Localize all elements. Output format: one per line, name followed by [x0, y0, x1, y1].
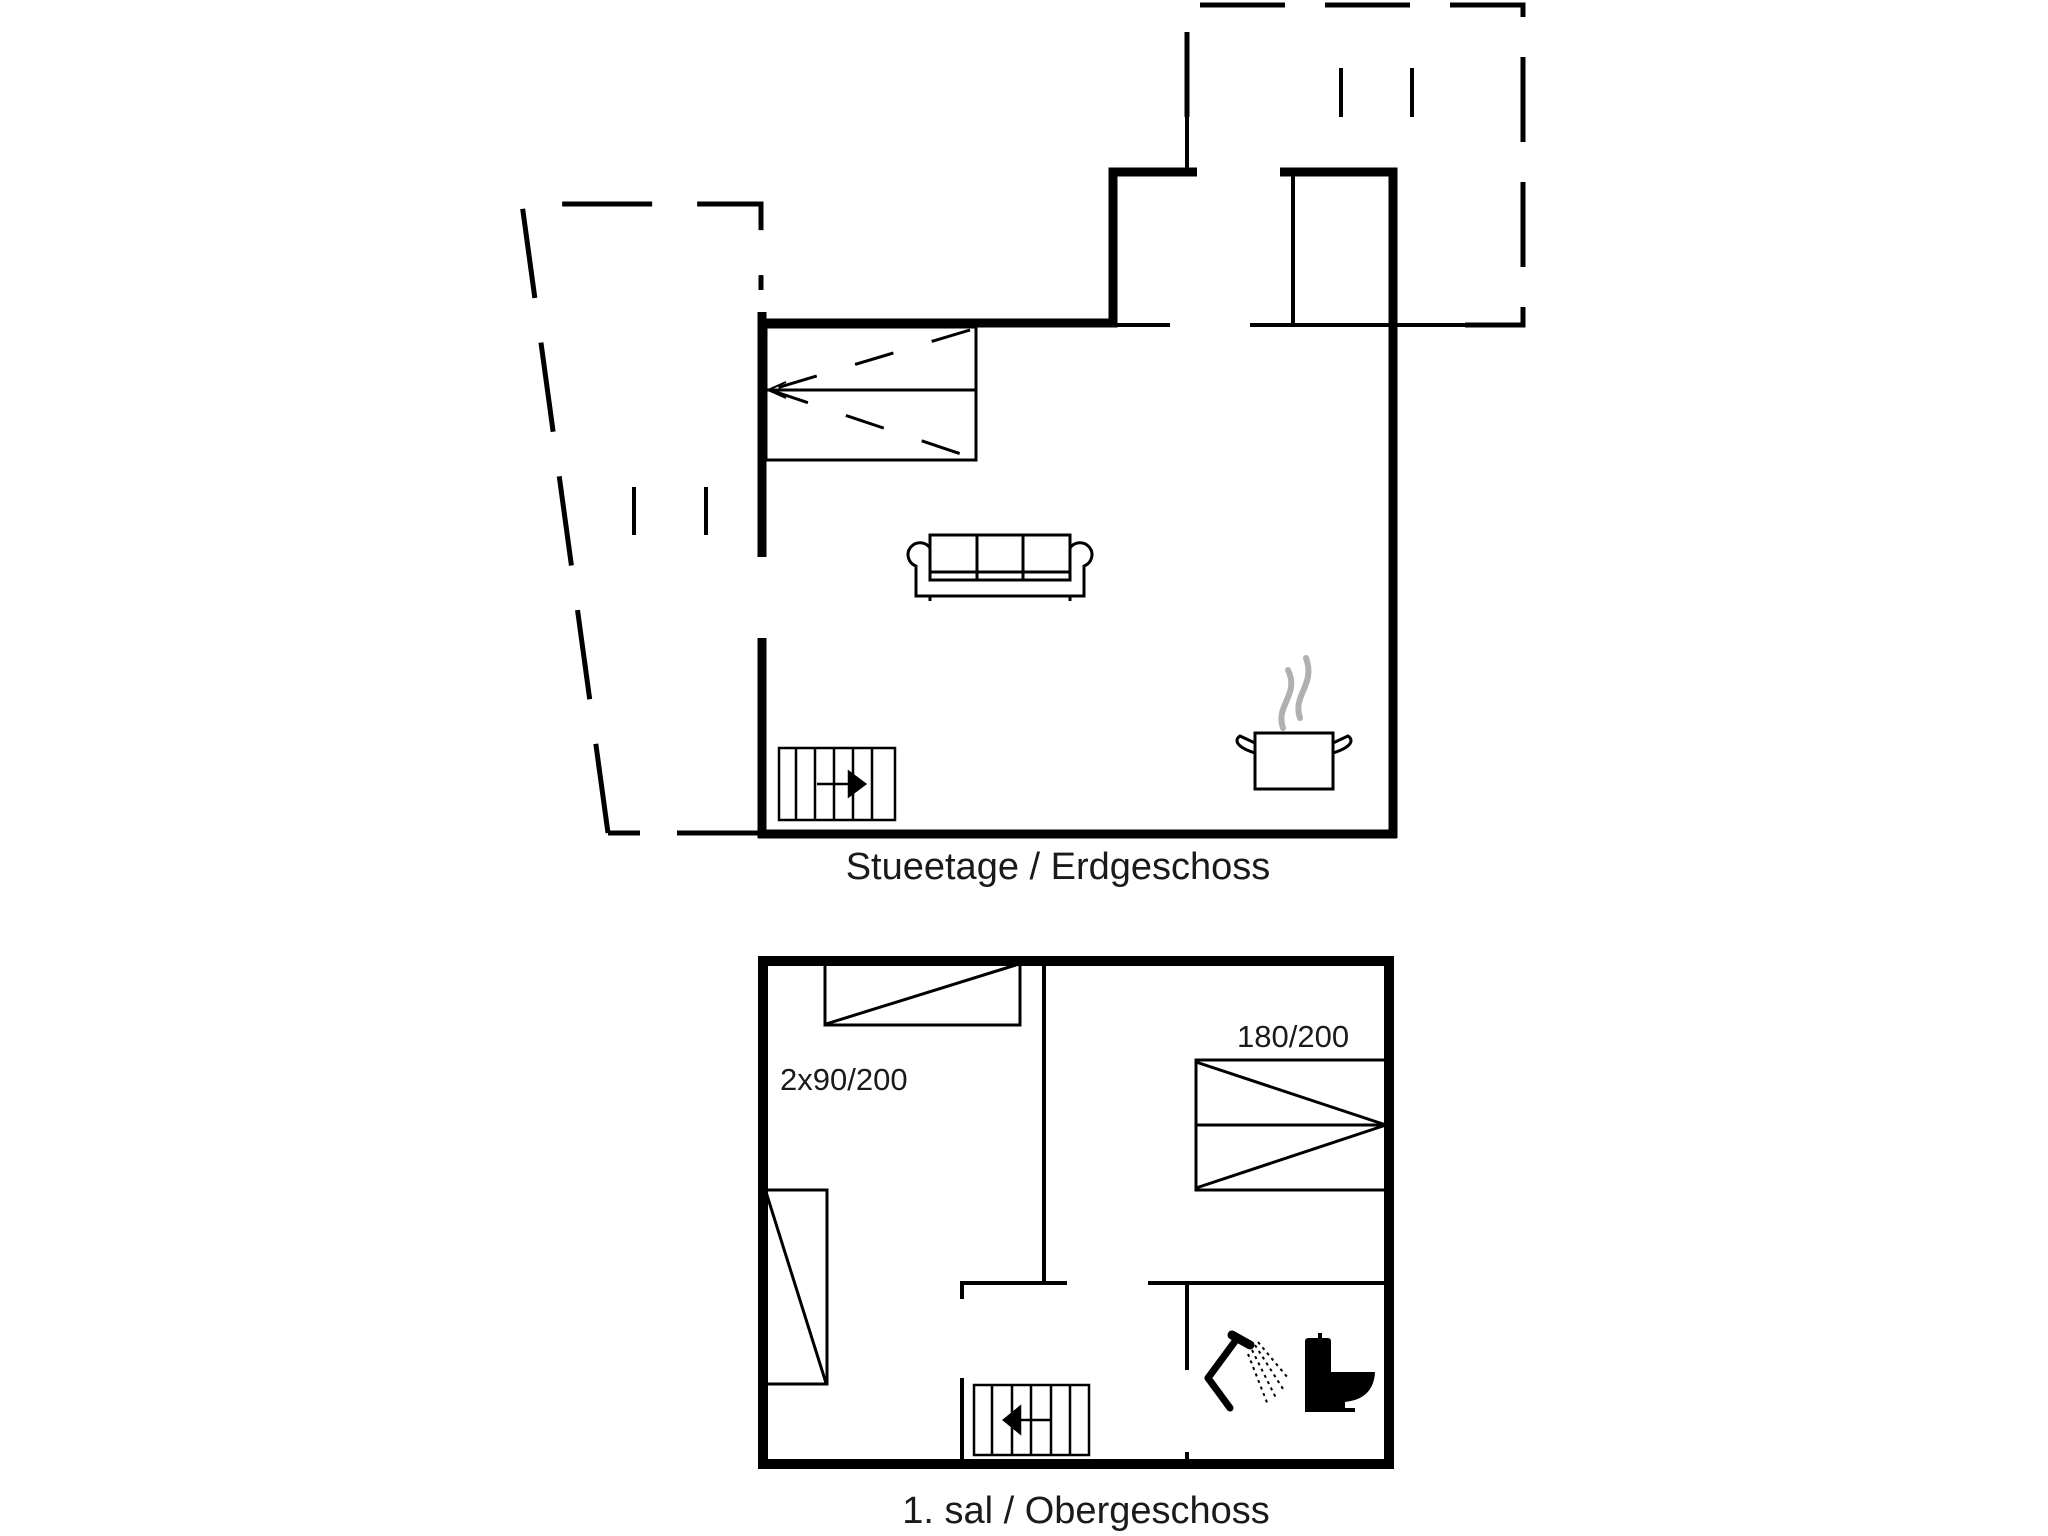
shower-icon: [1204, 1330, 1289, 1412]
staircase-icon: [764, 325, 978, 462]
single-bed-icon: [763, 1188, 829, 1386]
ground-thin-lines: [1113, 175, 1465, 327]
terrace-outline-top-right: [1184, 2, 1526, 328]
single-bed-icon: [823, 961, 1022, 1027]
bed-size-label-twin: 2x90/200: [780, 1062, 908, 1097]
corridor-walls: [960, 1281, 1390, 1465]
stairs-up-icon: [777, 746, 897, 822]
ground-floor-plan: [519, 2, 1526, 839]
terrace-outline-left: [519, 201, 764, 834]
bed-size-label-double: 180/200: [1237, 1019, 1350, 1054]
upper-floor-plan: [758, 956, 1394, 1469]
ground-floor-label: Stueetage / Erdgeschoss: [845, 846, 1271, 888]
double-bed-icon: [1194, 1058, 1388, 1192]
ground-exterior-walls: [757, 167, 1398, 839]
upper-floor-label: 1. sal / Obergeschoss: [902, 1490, 1270, 1532]
toilet-icon: [1305, 1333, 1375, 1412]
stairs-down-icon: [972, 1383, 1091, 1457]
sofa-icon: [906, 533, 1094, 601]
upper-exterior-walls: [758, 956, 1394, 1469]
cooking-pot-icon: [1235, 655, 1353, 791]
